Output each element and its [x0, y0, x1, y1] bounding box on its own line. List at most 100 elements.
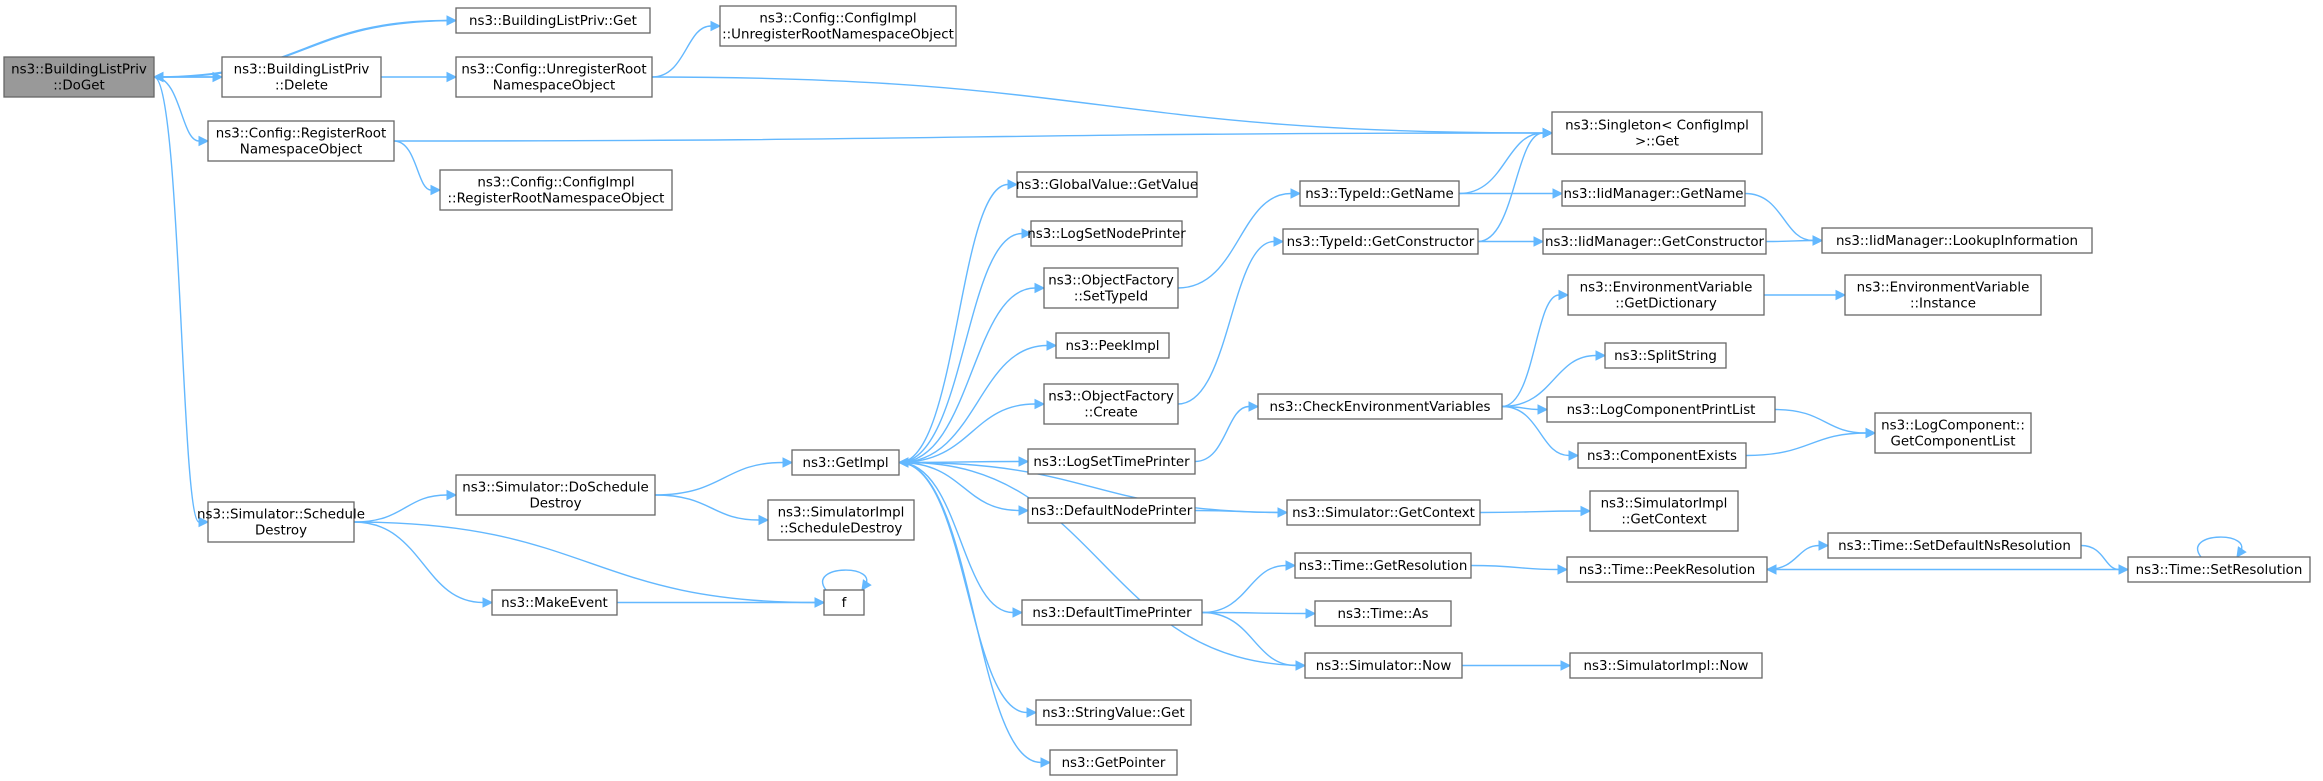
graph-node[interactable]: ns3::ObjectFactory::Create — [1043, 383, 1179, 425]
graph-node[interactable]: ns3::SplitString — [1604, 342, 1727, 369]
node-box[interactable] — [1282, 228, 1479, 255]
graph-node[interactable]: ns3::IidManager::GetConstructor — [1542, 228, 1767, 255]
node-box[interactable] — [1304, 652, 1463, 679]
graph-node[interactable]: ns3::LogComponentPrintList — [1546, 396, 1776, 423]
node-box[interactable] — [1035, 699, 1192, 726]
graph-node[interactable]: ns3::IidManager::LookupInformation — [1821, 227, 2093, 254]
node-box[interactable] — [1294, 552, 1472, 579]
graph-node[interactable]: ns3::GetPointer — [1049, 749, 1178, 776]
graph-node[interactable]: ns3::Config::ConfigImpl::UnregisterRootN… — [719, 5, 957, 47]
graph-node[interactable]: ns3::GlobalValue::GetValue — [1016, 171, 1198, 198]
node-box[interactable] — [491, 589, 618, 616]
node-box[interactable] — [1604, 342, 1727, 369]
node-box[interactable] — [767, 499, 915, 541]
graph-node[interactable]: ns3::Time::SetResolution — [2127, 556, 2311, 583]
graph-node[interactable]: ns3::Simulator::Now — [1304, 652, 1463, 679]
graph-node[interactable]: ns3::Time::GetResolution — [1294, 552, 1472, 579]
graph-node[interactable]: ns3::Config::UnregisterRootNamespaceObje… — [455, 56, 653, 98]
node-box[interactable] — [791, 449, 900, 476]
graph-node[interactable]: ns3::Singleton< ConfigImpl >::Get — [1551, 111, 1763, 155]
node-box[interactable] — [207, 501, 355, 543]
node-box[interactable] — [1844, 274, 2042, 316]
node-box[interactable] — [1016, 171, 1198, 198]
node-box[interactable] — [1299, 180, 1460, 207]
graph-node[interactable]: ns3::ObjectFactory::SetTypeId — [1043, 267, 1179, 309]
node-box[interactable] — [1827, 532, 2082, 559]
graph-node[interactable]: ns3::BuildingListPriv::DoGet — [3, 56, 155, 98]
graph-node[interactable]: ns3::Time::As — [1314, 600, 1452, 627]
graph-node[interactable]: ns3::SimulatorImpl::Now — [1569, 652, 1763, 679]
node-label: ns3::Time::GetResolution — [1299, 559, 1468, 574]
graph-node[interactable]: ns3::TypeId::GetConstructor — [1282, 228, 1479, 255]
node-box[interactable] — [1030, 220, 1183, 247]
graph-node[interactable]: ns3::DefaultTimePrinter — [1021, 599, 1203, 626]
node-box[interactable] — [1043, 383, 1179, 425]
node-box[interactable] — [1561, 180, 1746, 207]
node-box[interactable] — [1546, 396, 1776, 423]
graph-node[interactable]: ns3::LogComponent::GetComponentList — [1874, 412, 2032, 454]
graph-node[interactable]: ns3::Time::SetDefaultNsResolution — [1827, 532, 2082, 559]
graph-node[interactable]: ns3::Simulator::GetContext — [1286, 499, 1481, 526]
node-label: ns3::MakeEvent — [501, 596, 608, 611]
graph-node[interactable]: ns3::GetImpl — [791, 449, 900, 476]
graph-node[interactable]: ns3::IidManager::GetName — [1561, 180, 1746, 207]
node-box[interactable] — [1257, 393, 1503, 420]
graph-node[interactable]: ns3::BuildingListPriv::Delete — [221, 56, 382, 98]
node-label: ns3::GetImpl — [802, 456, 888, 471]
node-box[interactable] — [1567, 274, 1765, 316]
edge-n9-to-n12 — [654, 457, 794, 496]
node-box[interactable] — [455, 474, 656, 516]
graph-node[interactable]: f — [823, 589, 865, 616]
node-box[interactable] — [439, 169, 673, 211]
node-label: ns3::ObjectFactory — [1048, 390, 1174, 405]
node-box[interactable] — [1874, 412, 2032, 454]
node-label: ns3::EnvironmentVariable — [1857, 281, 2030, 296]
node-box[interactable] — [3, 56, 155, 98]
graph-node[interactable]: ns3::EnvironmentVariable::Instance — [1844, 274, 2042, 316]
edge-n10-to-n11 — [616, 597, 826, 608]
node-box[interactable] — [1314, 600, 1452, 627]
node-box[interactable] — [207, 120, 395, 162]
node-box[interactable] — [1542, 228, 1767, 255]
node-box[interactable] — [1286, 499, 1481, 526]
graph-node[interactable]: ns3::PeekImpl — [1055, 332, 1170, 359]
node-box[interactable] — [823, 589, 865, 616]
node-box[interactable] — [1021, 599, 1203, 626]
graph-node[interactable]: ns3::TypeId::GetName — [1299, 180, 1460, 207]
graph-node[interactable]: ns3::SimulatorImpl::GetContext — [1589, 490, 1739, 532]
node-box[interactable] — [1027, 497, 1196, 524]
graph-node[interactable]: ns3::Time::PeekResolution — [1566, 556, 1768, 583]
node-box[interactable] — [1551, 111, 1763, 155]
node-box[interactable] — [1821, 227, 2093, 254]
graph-node[interactable]: ns3::ComponentExists — [1577, 442, 1747, 469]
node-box[interactable] — [1043, 267, 1179, 309]
node-box[interactable] — [1027, 448, 1196, 475]
node-box[interactable] — [455, 7, 651, 34]
node-box[interactable] — [719, 5, 957, 47]
graph-node[interactable]: ns3::StringValue::Get — [1035, 699, 1192, 726]
graph-node[interactable]: ns3::DefaultNodePrinter — [1027, 497, 1196, 524]
node-box[interactable] — [1566, 556, 1768, 583]
graph-node[interactable]: ns3::BuildingListPriv::Get — [455, 7, 651, 34]
node-box[interactable] — [2127, 556, 2311, 583]
graph-node[interactable]: ns3::LogSetNodePrinter — [1027, 220, 1186, 247]
node-box[interactable] — [455, 56, 653, 98]
node-box[interactable] — [1049, 749, 1178, 776]
node-box[interactable] — [1577, 442, 1747, 469]
graph-node[interactable]: ns3::Simulator::ScheduleDestroy — [197, 501, 365, 543]
edge-n16-to-n24 — [1177, 188, 1302, 289]
graph-node[interactable]: ns3::Config::RegisterRootNamespaceObject — [207, 120, 395, 162]
node-box[interactable] — [221, 56, 382, 98]
node-label: ns3::Singleton< ConfigImpl — [1565, 119, 1749, 134]
node-box[interactable] — [1569, 652, 1763, 679]
graph-node[interactable]: ns3::MakeEvent — [491, 589, 618, 616]
graph-node[interactable]: ns3::Config::ConfigImpl::RegisterRootNam… — [439, 169, 673, 211]
edge-n11-to-n11 — [822, 569, 872, 591]
graph-node[interactable]: ns3::LogSetTimePrinter — [1027, 448, 1196, 475]
graph-node[interactable]: ns3::EnvironmentVariable::GetDictionary — [1567, 274, 1765, 316]
node-box[interactable] — [1589, 490, 1739, 532]
graph-node[interactable]: ns3::SimulatorImpl::ScheduleDestroy — [767, 499, 915, 541]
node-box[interactable] — [1055, 332, 1170, 359]
graph-node[interactable]: ns3::CheckEnvironmentVariables — [1257, 393, 1503, 420]
